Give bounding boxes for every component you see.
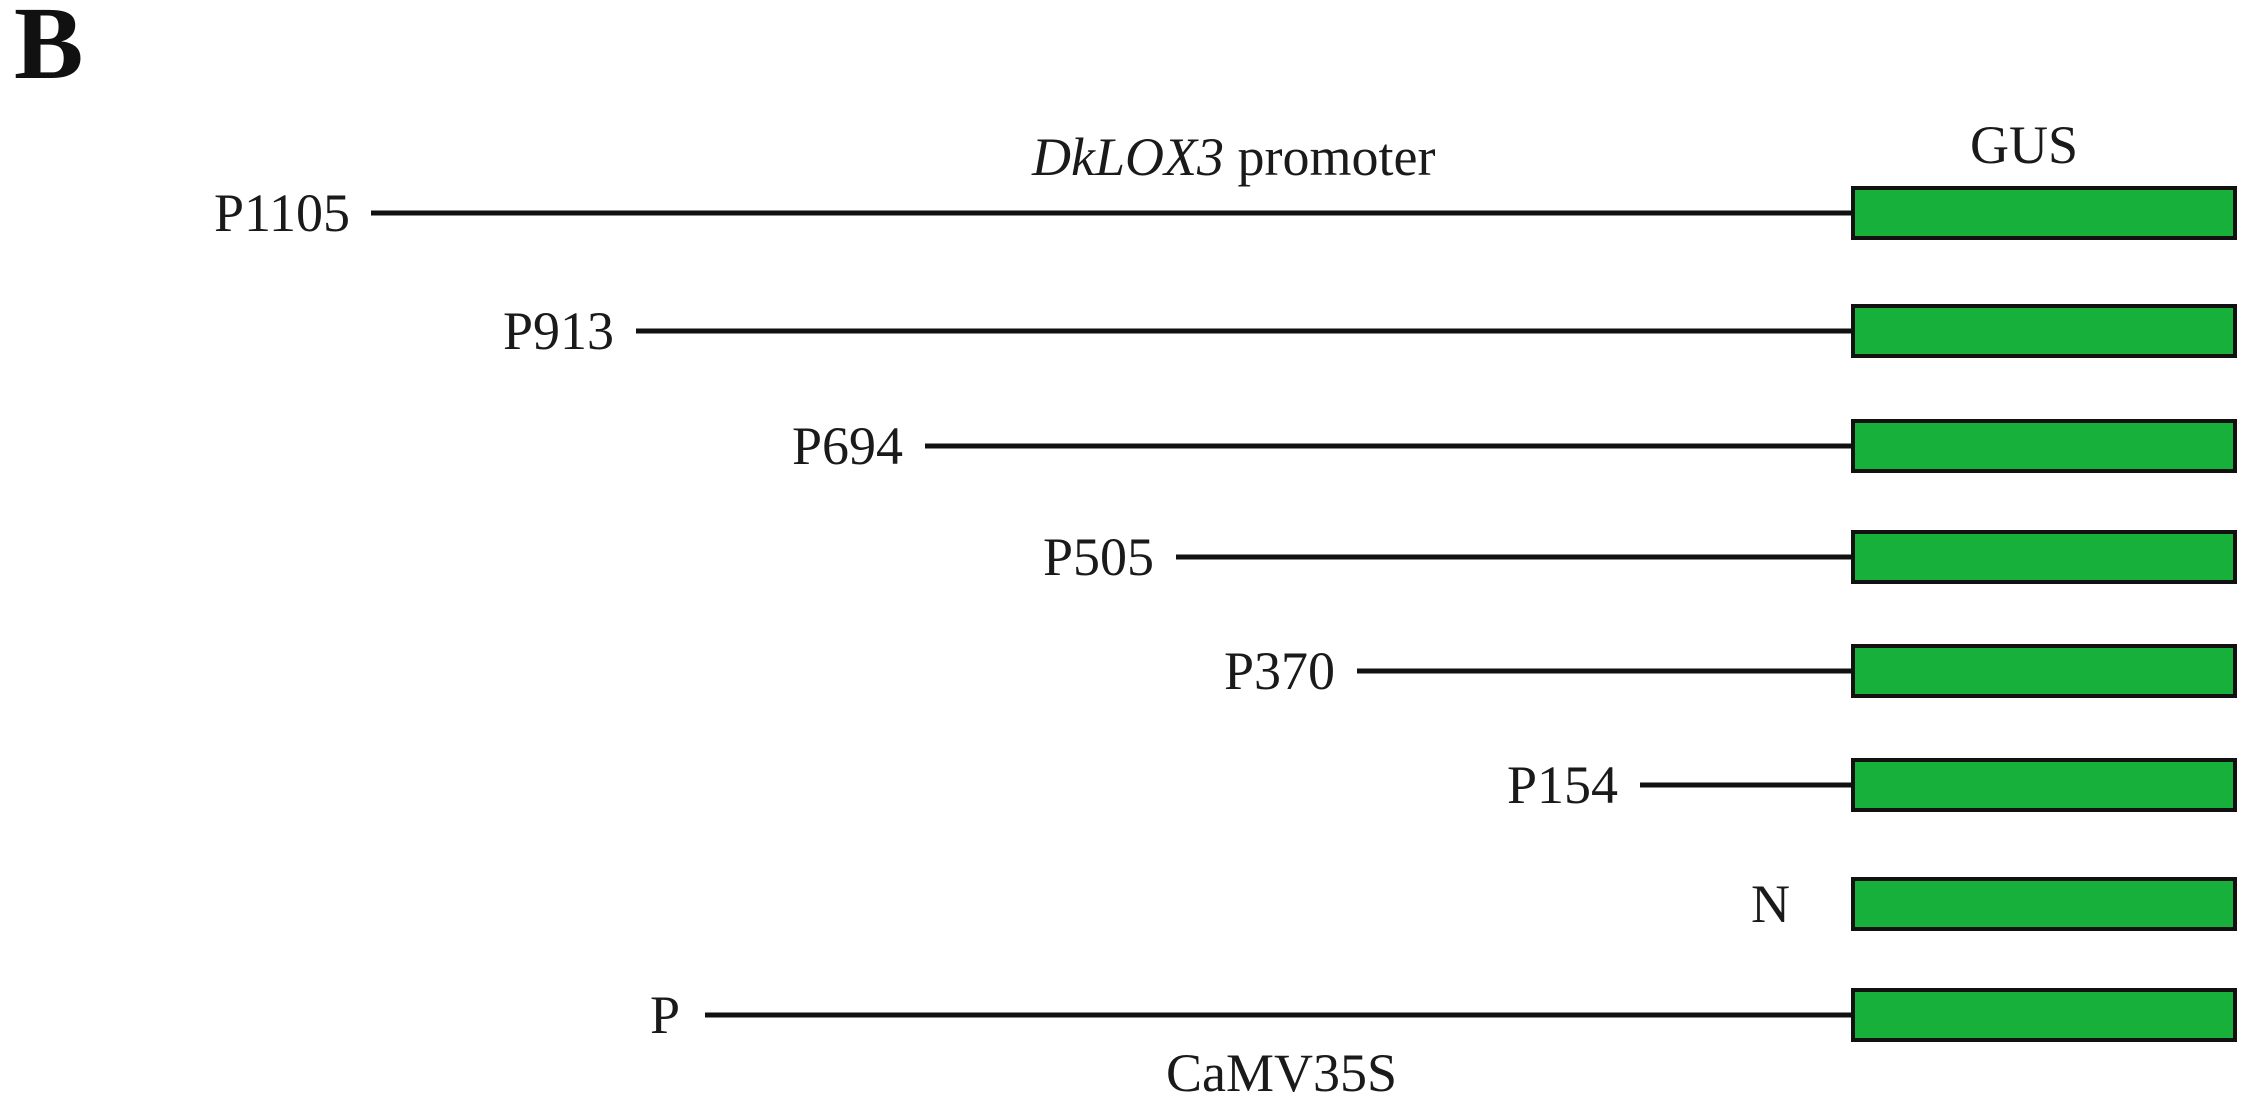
promoter-line xyxy=(1640,782,1851,788)
reporter-header: GUS xyxy=(1970,115,2079,175)
gus-reporter-box xyxy=(1851,644,2237,698)
construct-label: N xyxy=(1751,874,1790,934)
promoter-header: DkLOX3 promoter xyxy=(1032,130,1435,184)
promoter-line xyxy=(925,443,1851,449)
promoter-line xyxy=(1176,554,1851,560)
control-promoter-label: CaMV35S xyxy=(1166,1043,1398,1103)
gus-reporter-box xyxy=(1851,419,2237,473)
promoter-gene-name: DkLOX3 xyxy=(1032,127,1224,187)
construct-label: P xyxy=(650,985,681,1045)
construct-label: P913 xyxy=(503,301,615,361)
construct-label: P154 xyxy=(1507,755,1619,815)
gus-reporter-box xyxy=(1851,304,2237,358)
construct-label: P505 xyxy=(1043,527,1155,587)
promoter-line xyxy=(636,328,1851,334)
construct-label: P1105 xyxy=(214,183,351,243)
promoter-line xyxy=(1357,668,1851,674)
gus-reporter-box xyxy=(1851,988,2237,1042)
promoter-header-suffix: promoter xyxy=(1223,127,1436,187)
gus-reporter-box xyxy=(1851,530,2237,584)
promoter-line xyxy=(705,1012,1851,1018)
gus-reporter-box xyxy=(1851,758,2237,812)
promoter-line xyxy=(371,210,1851,216)
construct-label: P694 xyxy=(792,416,904,476)
panel-letter: B xyxy=(14,0,84,101)
gus-reporter-box xyxy=(1851,186,2237,240)
construct-label: P370 xyxy=(1224,641,1336,701)
gus-reporter-box xyxy=(1851,877,2237,931)
